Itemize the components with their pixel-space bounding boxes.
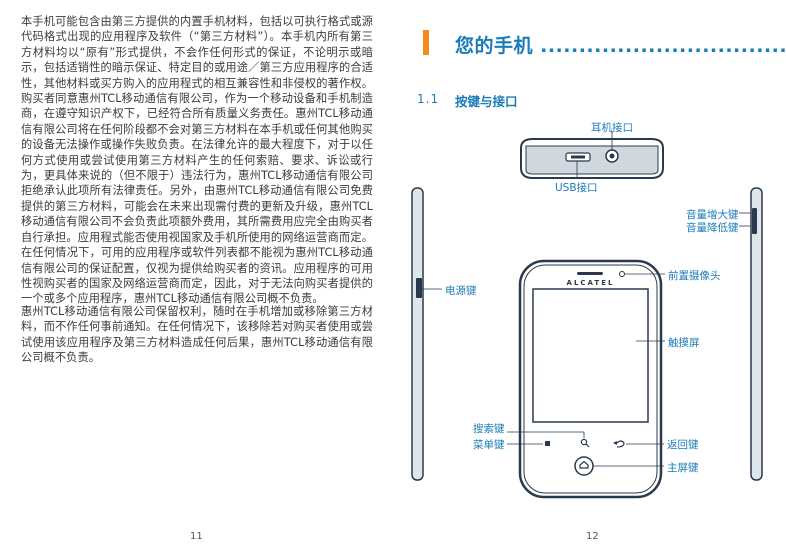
label-menu-key: 菜单键: [473, 439, 505, 451]
brand-logo: ALCATEL: [567, 279, 615, 287]
page-number-right: 12: [586, 531, 599, 542]
phone-top-view: [520, 131, 664, 179]
label-back-key: 返回键: [667, 439, 699, 451]
front-camera-icon: [619, 271, 625, 277]
search-key-icon: [580, 438, 590, 448]
phone-right-side-view: [739, 187, 763, 481]
home-key-icon: [574, 456, 594, 476]
left-page: 本手机可能包含由第三方提供的内置手机材料，包括以可执行格式或源代码格式出现的应用…: [21, 15, 373, 542]
paragraph-third-party-materials: 本手机可能包含由第三方提供的内置手机材料，包括以可执行格式或源代码格式出现的应用…: [21, 15, 373, 306]
label-front-camera: 前置摄像头: [668, 270, 721, 282]
chapter-marker: [423, 30, 429, 55]
label-usb-port: USB接口: [555, 182, 598, 194]
label-volume-up: 音量增大键: [686, 209, 739, 221]
right-page: 您的手机 ...................................…: [393, 0, 786, 559]
power-key-icon: [416, 278, 422, 298]
label-volume-down: 音量降低键: [686, 222, 739, 234]
page-number-left: 11: [190, 531, 203, 542]
phone-diagram: ALCATEL: [411, 131, 763, 499]
section-number: 1.1: [417, 92, 440, 106]
phone-left-side-view: [411, 187, 442, 481]
back-key-icon: [616, 440, 625, 448]
label-headset-jack: 耳机接口: [591, 122, 633, 134]
earpiece-icon: [577, 272, 603, 275]
label-search-key: 搜索键: [473, 423, 505, 435]
label-home-key: 主屏键: [667, 462, 699, 474]
volume-key-icon: [752, 208, 757, 234]
menu-key-icon: [545, 441, 550, 446]
label-touchscreen: 触摸屏: [668, 337, 700, 349]
phone-front-view: ALCATEL: [507, 259, 665, 499]
paragraph-rights-reserved: 惠州TCL移动通信有限公司保留权利，随时在手机增加或移除第三方材料，而不作任何事…: [21, 305, 373, 365]
touchscreen-area: [532, 288, 649, 423]
label-power-key: 电源键: [445, 285, 477, 297]
chapter-title: 您的手机 ...................................: [455, 35, 786, 57]
section-title: 按键与接口: [455, 94, 518, 109]
